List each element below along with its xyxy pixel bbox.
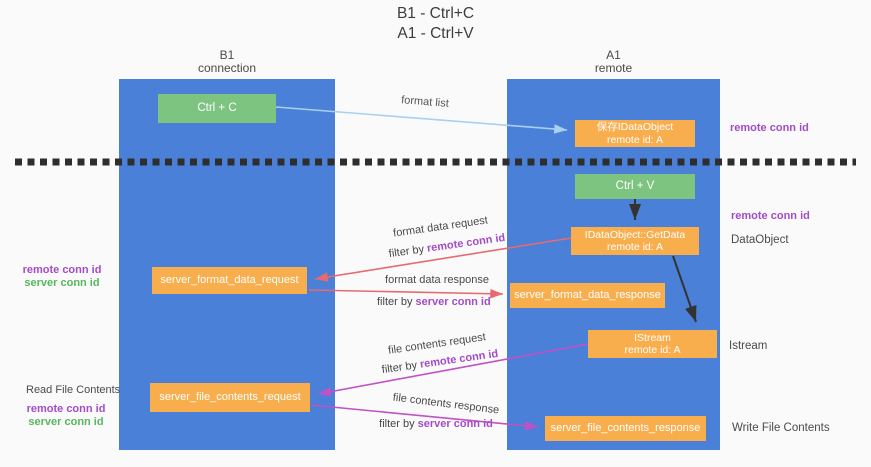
- format-data-response-filter-label: filter by server conn id: [377, 296, 491, 308]
- write-file-contents-label: Write File Contents: [732, 422, 830, 434]
- getdata-to-istream-arrow: [672, 255, 697, 323]
- left-server-conn-id-2: server conn id: [28, 415, 104, 428]
- getdata-line1: IDataObject::GetData: [584, 228, 686, 241]
- server-conn-id-text: server conn id: [417, 418, 493, 430]
- right-column-header: A1 remote: [507, 49, 720, 75]
- ctrl-v-label: Ctrl + V: [615, 180, 655, 193]
- right-remote-conn-id-1: remote conn id: [730, 122, 809, 134]
- server-file-contents-request-label: server_file_contents_request: [159, 391, 301, 404]
- server-format-data-response-node: server_format_data_response: [510, 283, 665, 308]
- server-format-data-request-label: server_format_data_request: [160, 274, 299, 287]
- file-contents-request-arrow: [317, 343, 589, 397]
- left-server-conn-id-1: server conn id: [24, 276, 100, 289]
- istream-node: IStream remote id: A: [588, 330, 717, 358]
- dataobject-label: DataObject: [731, 234, 789, 246]
- read-file-contents-label: Read File Contents: [26, 384, 121, 396]
- filter-by-text: filter by: [377, 296, 416, 308]
- getdata-line2: remote id: A: [606, 241, 664, 253]
- istream-line2: remote id: A: [624, 344, 681, 356]
- getdata-node: IDataObject::GetData remote id: A: [571, 227, 699, 255]
- format-data-request-arrow: [314, 237, 572, 282]
- left-conn-id-group-1: remote conn id server conn id: [16, 264, 108, 289]
- left-column-role: connection: [197, 61, 257, 75]
- server-conn-id-text: server conn id: [415, 296, 491, 308]
- title-line-1: B1 - Ctrl+C: [396, 5, 475, 22]
- filter-by-text: filter by: [379, 418, 418, 430]
- istream-line1: IStream: [634, 331, 671, 344]
- save-dataobject-node: 保存IDataObject remote id: A: [575, 120, 695, 147]
- format-data-response-label: format data response: [385, 274, 489, 286]
- left-remote-conn-id-1: remote conn id: [22, 264, 102, 276]
- left-remote-conn-id-2: remote conn id: [26, 403, 106, 415]
- ctrl-c-node: Ctrl + C: [158, 94, 276, 123]
- file-contents-response-arrow: [310, 404, 539, 431]
- save-dataobject-line1: 保存IDataObject: [596, 121, 674, 133]
- left-column-name: B1: [219, 48, 235, 62]
- left-conn-id-group-2: remote conn id server conn id: [20, 403, 112, 428]
- right-column-role: remote: [594, 61, 633, 75]
- file-contents-response-filter-label: filter by server conn id: [378, 418, 494, 430]
- server-format-data-response-label: server_format_data_response: [514, 289, 661, 302]
- format-data-response-arrow: [308, 288, 504, 299]
- server-file-contents-response-node: server_file_contents_response: [545, 416, 706, 441]
- save-dataobject-line2: remote id: A: [606, 133, 664, 146]
- left-column-header: B1 connection: [119, 49, 335, 75]
- istream-side-label: Istream: [729, 340, 768, 352]
- title-line-2: A1 - Ctrl+V: [397, 25, 474, 42]
- server-file-contents-response-label: server_file_contents_response: [550, 422, 701, 435]
- right-remote-conn-id-2: remote conn id: [731, 210, 810, 222]
- server-format-data-request-node: server_format_data_request: [152, 267, 307, 294]
- ctrl-c-label: Ctrl + C: [197, 102, 237, 115]
- right-column-name: A1: [606, 48, 621, 62]
- server-file-contents-request-node: server_file_contents_request: [150, 383, 310, 412]
- diagram-title: B1 - Ctrl+C A1 - Ctrl+V: [0, 4, 871, 44]
- ctrl-v-node: Ctrl + V: [575, 174, 695, 199]
- format-list-arrow: [275, 106, 568, 134]
